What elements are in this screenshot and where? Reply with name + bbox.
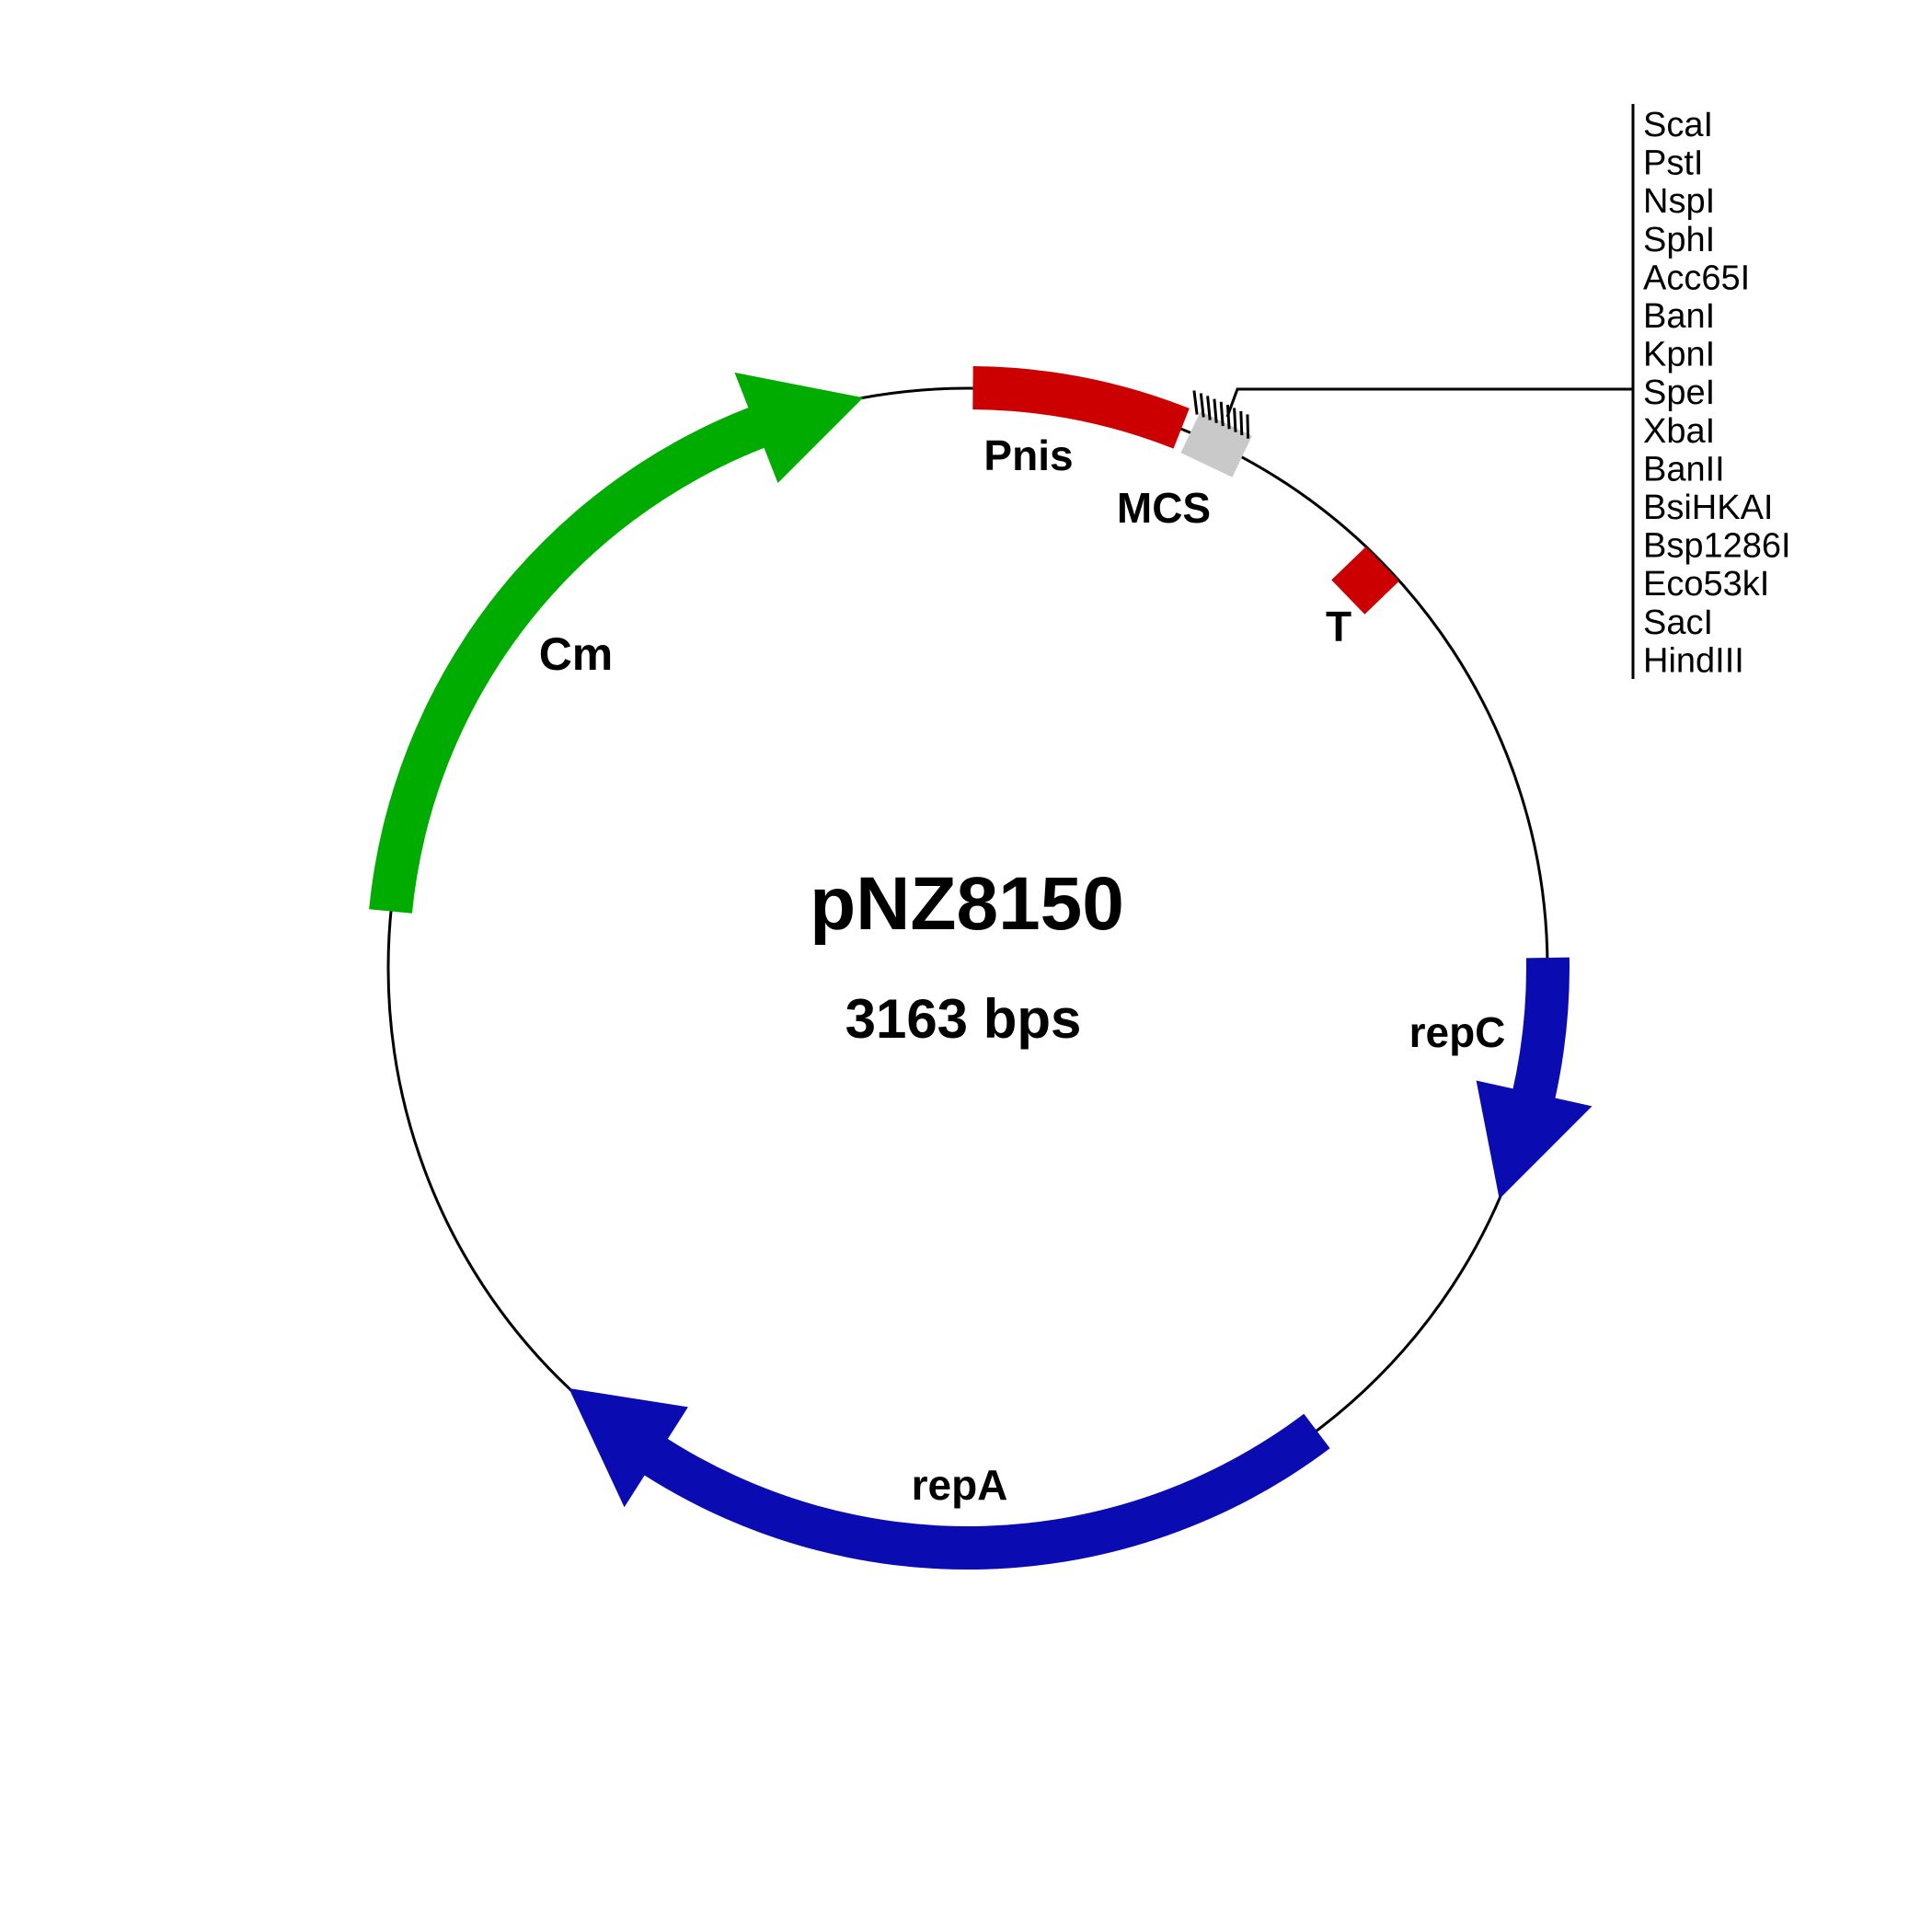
mcs-hatch-tick <box>1213 398 1218 423</box>
enzyme-label: BsiHKAI <box>1643 489 1773 527</box>
mcs-hatch-tick <box>1192 390 1199 415</box>
feature-shapes <box>369 366 1593 1570</box>
enzyme-label: NspI <box>1643 182 1715 221</box>
mcs-hatch-tick <box>1233 408 1237 432</box>
enzyme-label: Eco53kI <box>1643 565 1769 604</box>
enzyme-label: HindIII <box>1643 641 1744 680</box>
cm-gene-arrowhead <box>734 372 864 483</box>
enzyme-label: KpnI <box>1643 336 1715 374</box>
pnis-promoter-band <box>972 366 1190 449</box>
enzyme-label: PstI <box>1643 144 1703 183</box>
repa-gene-arrowhead <box>569 1388 688 1508</box>
mcs-hatch-tick <box>1239 410 1244 436</box>
cm-gene-band <box>369 406 768 914</box>
plasmid-name: pNZ8150 <box>810 862 1124 946</box>
enzyme-label: BanII <box>1643 450 1725 489</box>
feature-label-repc: repC <box>1409 1008 1506 1056</box>
feature-label-t: T <box>1326 603 1351 650</box>
enzyme-list: ScaIPstINspISphIAcc65IBanIKpnISpeIXbaIBa… <box>1643 106 1791 680</box>
enzyme-label: XbaI <box>1643 412 1715 451</box>
enzyme-label: SpeI <box>1643 374 1715 412</box>
plasmid-size: 3163 bps <box>845 988 1082 1050</box>
repa-gene-band <box>636 1413 1330 1570</box>
feature-label-pnis: Pnis <box>983 431 1073 479</box>
feature-label-mcs: MCS <box>1117 484 1211 532</box>
enzyme-label: BanI <box>1643 297 1715 336</box>
enzyme-label: SacI <box>1643 604 1713 642</box>
terminator-diamond <box>1331 546 1399 615</box>
enzyme-label: Acc65I <box>1643 259 1750 297</box>
enzyme-label: SphI <box>1643 221 1715 259</box>
enzyme-label: Bsp1286I <box>1643 527 1791 566</box>
mcs-hatch-tick <box>1219 401 1225 427</box>
mcs-hatch-tick <box>1199 393 1205 418</box>
feature-label-cm: Cm <box>539 628 614 680</box>
mcs-hatch-tick <box>1206 396 1212 420</box>
repc-gene-band <box>1512 957 1570 1104</box>
feature-label-repa: repA <box>912 1461 1008 1509</box>
mcs-leader-line <box>1225 387 1633 418</box>
repc-gene-arrowhead <box>1476 1080 1593 1200</box>
enzyme-label: ScaI <box>1643 106 1713 144</box>
